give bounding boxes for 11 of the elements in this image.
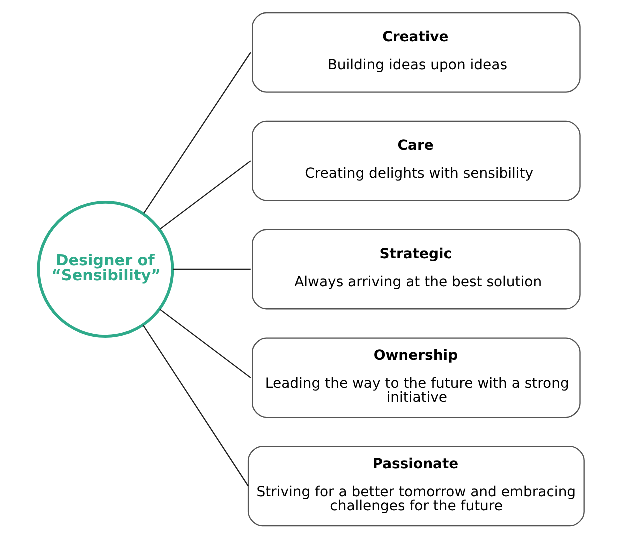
node-box: Strategic Always arriving at the best solution <box>252 229 580 310</box>
connector <box>159 309 251 378</box>
connector <box>159 160 251 230</box>
connector <box>142 52 251 214</box>
connector <box>142 325 249 487</box>
node-circle: Designer of “Sensibility” <box>36 201 174 338</box>
node-box: Care Creating delights with sensibility <box>252 120 580 202</box>
node-box: Creative Building ideas upon ideas <box>252 12 580 93</box>
connector <box>172 268 250 270</box>
node-box: Passionate Striving for a better tomorrow and embracing challenges for the future <box>247 446 584 527</box>
node-box: Ownership Leading the way to the future with a strong initiative <box>252 338 580 418</box>
